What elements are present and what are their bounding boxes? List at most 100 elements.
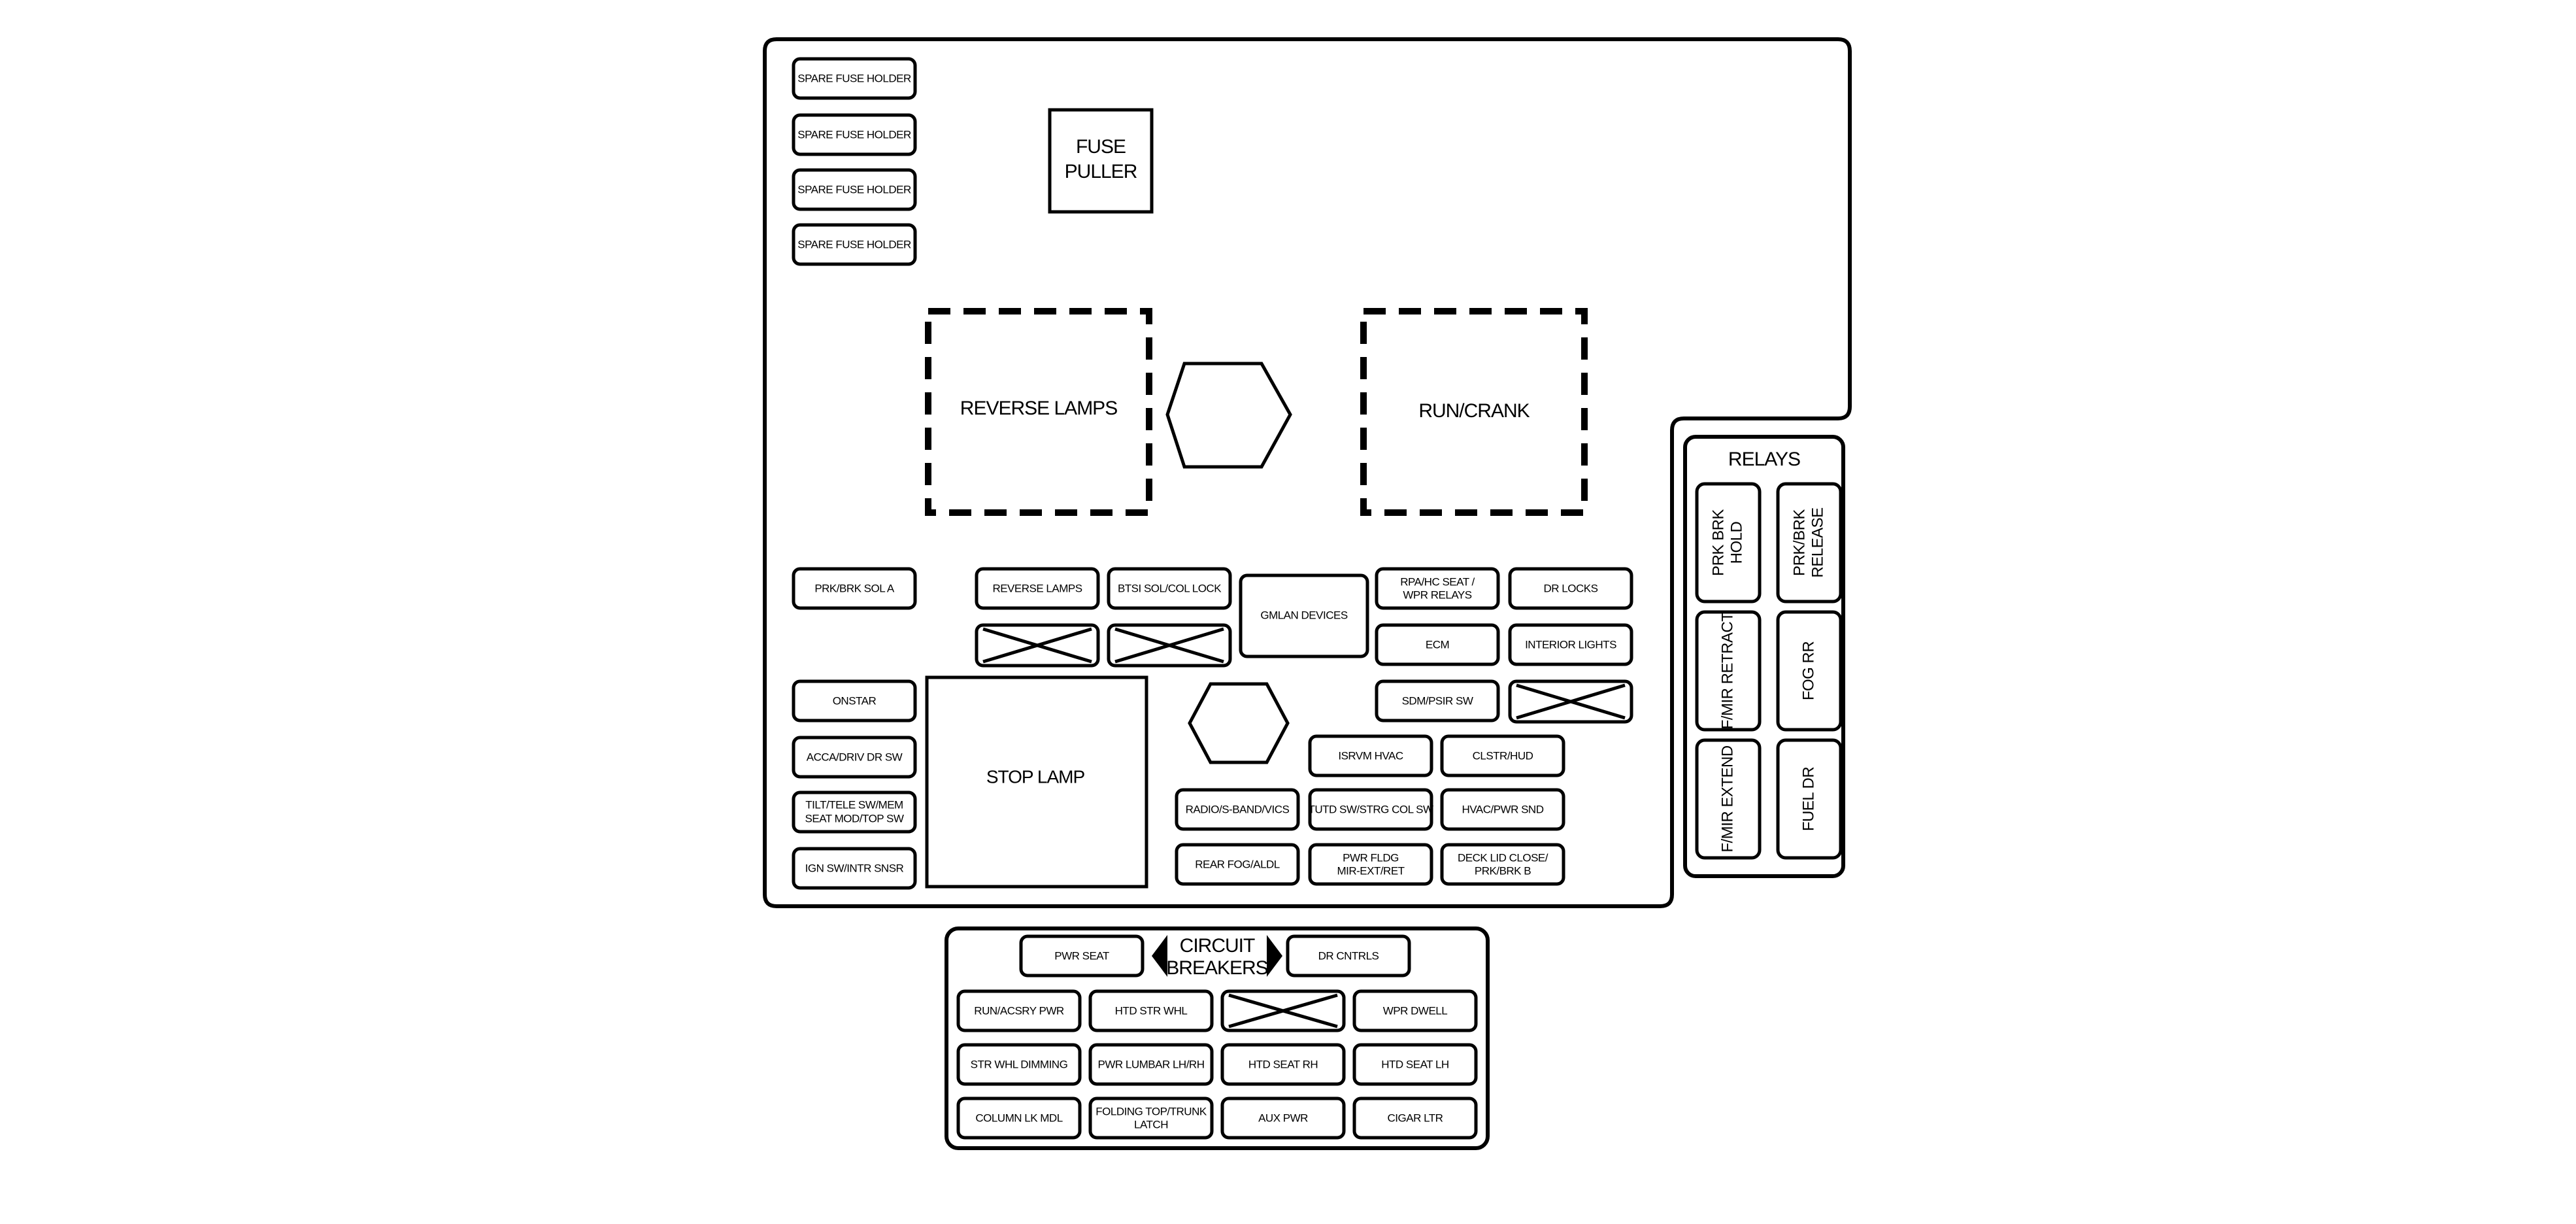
breaker-dr-cntrls: DR CNTRLS — [1286, 934, 1411, 978]
svg-text:ACCA/DRIV DR SW: ACCA/DRIV DR SW — [807, 751, 903, 763]
svg-text:STR WHL DIMMING: STR WHL DIMMING — [971, 1058, 1068, 1070]
fuse-clstr-hud: CLSTR/HUD — [1440, 734, 1565, 777]
fuse-interior-lights: INTERIOR LIGHTS — [1508, 623, 1633, 666]
relay-prk-brk-release: PRK/BRK RELEASE — [1776, 482, 1843, 604]
svg-text:HTD STR WHL: HTD STR WHL — [1115, 1004, 1188, 1017]
fuse-ign-sw-intr-snsr: IGN SW/INTR SNSR — [792, 847, 917, 890]
relay-fuel-dr: FUEL DR — [1776, 738, 1843, 860]
breaker-column-lk-mdl: COLUMN LK MDL — [956, 1096, 1082, 1140]
fuse-rear-fog-aldl: REAR FOG/ALDL — [1175, 843, 1300, 886]
run-crank-relay: RUN/CRANK — [1360, 308, 1588, 516]
fuse-sdm-psir-sw: SDM/PSIR SW — [1375, 679, 1500, 722]
fuse-tilt-tele-sw: TILT/TELE SW/MEM SEAT MOD/TOP SW — [792, 790, 917, 834]
svg-text:REAR FOG/ALDL: REAR FOG/ALDL — [1195, 858, 1280, 870]
empty-breaker-slot — [1220, 989, 1346, 1032]
svg-text:MIR-EXT/RET: MIR-EXT/RET — [1337, 864, 1404, 877]
svg-text:RUN/CRANK: RUN/CRANK — [1418, 400, 1530, 422]
svg-text:FOG RR: FOG RR — [1799, 641, 1817, 700]
svg-text:REVERSE LAMPS: REVERSE LAMPS — [992, 582, 1082, 594]
fuse-pwr-fldg-mir: PWR FLDG MIR-EXT/RET — [1308, 843, 1433, 886]
svg-text:F/MIR EXTEND: F/MIR EXTEND — [1718, 745, 1736, 853]
svg-text:RELEASE: RELEASE — [1809, 507, 1826, 577]
fuse-isrvm-hvac: ISRVM HVAC — [1308, 734, 1433, 777]
hexagon-connector — [1188, 682, 1290, 764]
fuse-ecm: ECM — [1375, 623, 1500, 666]
reverse-lamps-relay: REVERSE LAMPS — [925, 308, 1152, 516]
svg-text:REVERSE LAMPS: REVERSE LAMPS — [960, 398, 1117, 419]
svg-text:STOP LAMP: STOP LAMP — [986, 766, 1085, 787]
relay-f-mir-extend: F/MIR EXTEND — [1695, 738, 1762, 860]
fuse-tutd-sw-strg-col-sw: TUTD SW/STRG COL SW — [1308, 788, 1433, 831]
svg-text:HTD SEAT LH: HTD SEAT LH — [1381, 1058, 1448, 1070]
fuse-deck-lid-close: DECK LID CLOSE/ PRK/BRK B — [1440, 843, 1565, 886]
breaker-wpr-dwell: WPR DWELL — [1352, 989, 1478, 1032]
stop-lamp-relay: STOP LAMP — [925, 675, 1148, 889]
svg-text:ISRVM HVAC: ISRVM HVAC — [1338, 749, 1403, 762]
circuit-breakers-title: CIRCUIT — [1180, 935, 1255, 957]
svg-text:SPARE FUSE HOLDER: SPARE FUSE HOLDER — [797, 128, 911, 141]
fuse-hvac-pwr-snd: HVAC/PWR SND — [1440, 788, 1565, 831]
svg-text:BTSI SOL/COL LOCK: BTSI SOL/COL LOCK — [1118, 582, 1222, 594]
empty-fuse-slot — [1107, 623, 1232, 668]
svg-text:PWR FLDG: PWR FLDG — [1343, 851, 1399, 864]
svg-text:HTD SEAT RH: HTD SEAT RH — [1248, 1058, 1318, 1070]
svg-text:HOLD: HOLD — [1728, 521, 1745, 564]
svg-text:PULLER: PULLER — [1065, 161, 1137, 182]
relays-title: RELAYS — [1728, 449, 1800, 470]
spare-fuse-holder: SPARE FUSE HOLDER — [792, 57, 917, 100]
fuse-reverse-lamps: REVERSE LAMPS — [975, 567, 1100, 610]
relay-prk-brk-hold: PRK BRK HOLD — [1695, 482, 1762, 604]
fuse-btsi-sol-col-lock: BTSI SOL/COL LOCK — [1107, 567, 1232, 610]
svg-text:SDM/PSIR SW: SDM/PSIR SW — [1402, 694, 1473, 707]
svg-text:RUN/ACSRY PWR: RUN/ACSRY PWR — [974, 1004, 1064, 1017]
svg-text:DECK LID CLOSE/: DECK LID CLOSE/ — [1458, 851, 1548, 864]
svg-text:SPARE FUSE HOLDER: SPARE FUSE HOLDER — [797, 183, 911, 196]
svg-text:COLUMN LK MDL: COLUMN LK MDL — [975, 1112, 1062, 1124]
svg-text:LATCH: LATCH — [1134, 1118, 1168, 1130]
svg-text:CIGAR LTR: CIGAR LTR — [1388, 1112, 1443, 1124]
circuit-breakers-panel-outline — [945, 926, 1490, 1150]
empty-fuse-slot — [1508, 679, 1633, 724]
svg-text:ONSTAR: ONSTAR — [833, 694, 877, 707]
arrow-left-icon — [1152, 935, 1167, 977]
breaker-htd-seat-rh: HTD SEAT RH — [1220, 1043, 1346, 1086]
fuse-onstar: ONSTAR — [792, 679, 917, 722]
relay-f-mir-retract: F/MIR RETRACT — [1695, 610, 1762, 732]
svg-text:HVAC/PWR SND: HVAC/PWR SND — [1462, 803, 1544, 815]
fuse-acca-driv-dr-sw: ACCA/DRIV DR SW — [792, 736, 917, 779]
spare-fuse-holder: SPARE FUSE HOLDER — [792, 168, 917, 211]
svg-text:SPARE FUSE HOLDER: SPARE FUSE HOLDER — [797, 238, 911, 250]
svg-text:FUSE: FUSE — [1076, 136, 1126, 158]
svg-text:FUEL DR: FUEL DR — [1799, 767, 1817, 831]
breaker-pwr-lumbar: PWR LUMBAR LH/RH — [1088, 1043, 1214, 1086]
svg-text:PRK/BRK SOL A: PRK/BRK SOL A — [814, 582, 895, 594]
svg-text:PRK BRK: PRK BRK — [1709, 509, 1727, 576]
spare-fuse-holder: SPARE FUSE HOLDER — [792, 113, 917, 156]
breaker-cigar-ltr: CIGAR LTR — [1352, 1096, 1478, 1140]
svg-text:FOLDING TOP/TRUNK: FOLDING TOP/TRUNK — [1096, 1105, 1207, 1117]
svg-text:PWR LUMBAR LH/RH: PWR LUMBAR LH/RH — [1098, 1058, 1205, 1070]
breaker-aux-pwr: AUX PWR — [1220, 1096, 1346, 1140]
spare-fuse-holder: SPARE FUSE HOLDER — [792, 223, 917, 266]
relay-fog-rr: FOG RR — [1776, 610, 1843, 732]
empty-fuse-slot — [975, 623, 1100, 668]
svg-text:DR CNTRLS: DR CNTRLS — [1318, 949, 1379, 962]
circuit-breakers-title: BREAKERS — [1166, 957, 1267, 979]
svg-text:SEAT MOD/TOP SW: SEAT MOD/TOP SW — [805, 812, 904, 824]
svg-text:WPR RELAYS: WPR RELAYS — [1403, 588, 1471, 601]
svg-text:INTERIOR LIGHTS: INTERIOR LIGHTS — [1525, 638, 1616, 651]
fuse-radio-s-band-vics: RADIO/S-BAND/VICS — [1175, 788, 1300, 831]
svg-text:ECM: ECM — [1426, 638, 1449, 651]
svg-text:PRK/BRK B: PRK/BRK B — [1475, 864, 1531, 877]
svg-text:AUX PWR: AUX PWR — [1258, 1112, 1308, 1124]
fuse-prk-brk-sol-a: PRK/BRK SOL A — [792, 567, 917, 610]
breaker-htd-str-whl: HTD STR WHL — [1088, 989, 1214, 1032]
fuse-dr-locks: DR LOCKS — [1508, 567, 1633, 610]
fuse-rpa-hc-seat-wpr-relays: RPA/HC SEAT / WPR RELAYS — [1375, 567, 1500, 610]
svg-text:IGN SW/INTR SNSR: IGN SW/INTR SNSR — [805, 862, 904, 874]
svg-text:RPA/HC SEAT /: RPA/HC SEAT / — [1400, 575, 1475, 588]
svg-text:DR LOCKS: DR LOCKS — [1544, 582, 1598, 594]
svg-text:F/MIR RETRACT: F/MIR RETRACT — [1718, 612, 1736, 730]
svg-text:TILT/TELE SW/MEM: TILT/TELE SW/MEM — [805, 798, 903, 811]
